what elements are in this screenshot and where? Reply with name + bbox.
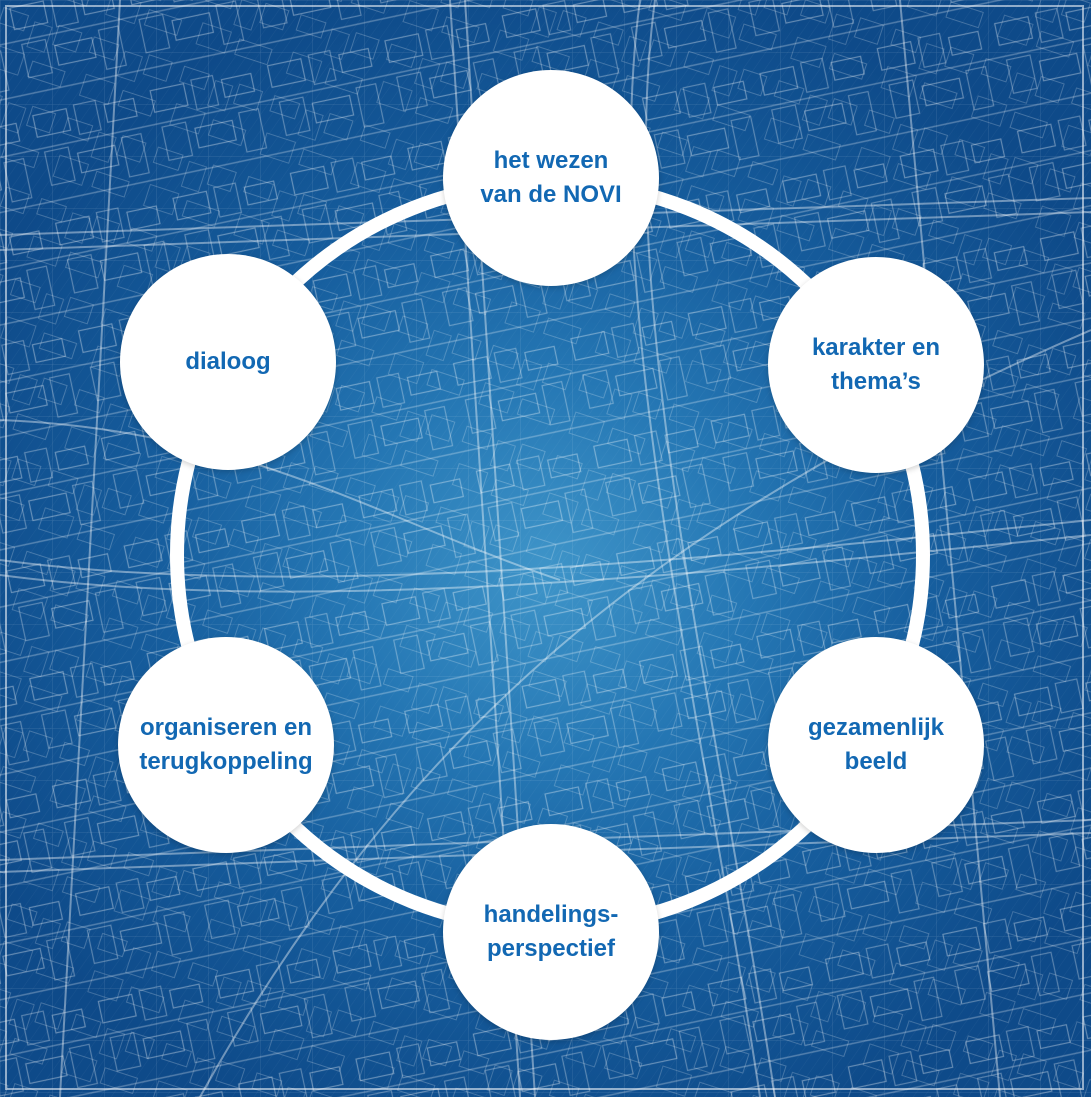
node-het-wezen-van-de-novi: het wezen van de NOVI xyxy=(443,70,659,286)
node-label: het wezen van de NOVI xyxy=(480,147,622,208)
node-karakter-en-themas: karakter en thema’s xyxy=(768,257,984,473)
node-label: gezamenlijk beeld xyxy=(807,714,945,775)
node-organiseren-en-terugkoppeling: organiseren en terugkoppeling xyxy=(118,637,334,853)
node-handelingsperspectief: handelings- perspectief xyxy=(443,824,659,1040)
node-label: handelings- perspectief xyxy=(483,901,619,962)
node-dialoog: dialoog xyxy=(120,254,336,470)
node-label: dialoog xyxy=(185,348,271,375)
node-label: karakter en thema’s xyxy=(811,334,941,395)
node-gezamenlijk-beeld: gezamenlijk beeld xyxy=(768,637,984,853)
node-label: organiseren en terugkoppeling xyxy=(139,714,313,775)
